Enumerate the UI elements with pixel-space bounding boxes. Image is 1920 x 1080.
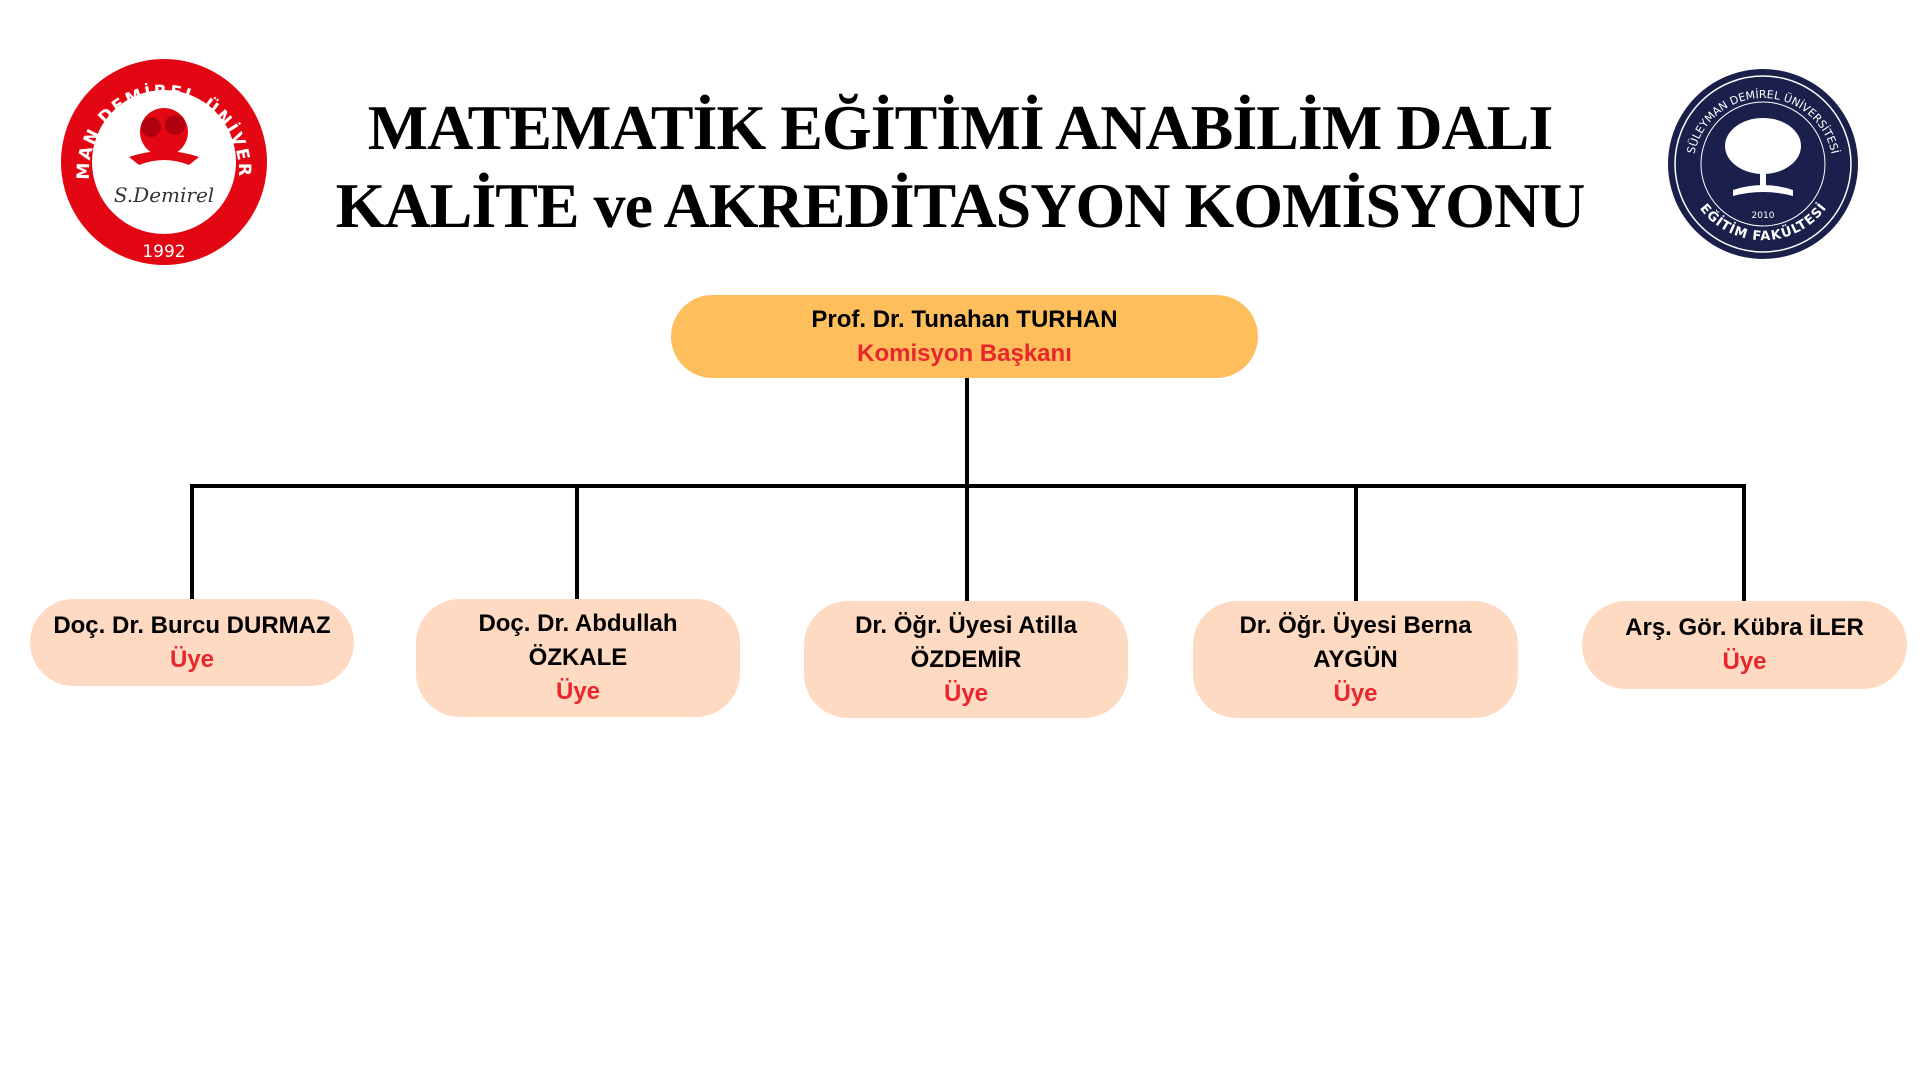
chair-role: Komisyon Başkanı bbox=[857, 339, 1072, 367]
rose-icon bbox=[129, 108, 199, 165]
connector-member-1 bbox=[190, 484, 194, 599]
faculty-logo: SÜLEYMAN DEMİREL ÜNİVERSİTESİ EĞİTİM FAK… bbox=[1668, 69, 1858, 259]
connector-member-5 bbox=[1742, 484, 1746, 601]
chair-node: Prof. Dr. Tunahan TURHAN Komisyon Başkan… bbox=[671, 295, 1258, 378]
member-role: Üye bbox=[1333, 679, 1378, 707]
member-role: Üye bbox=[943, 679, 989, 707]
connector-chair-down bbox=[965, 376, 969, 488]
connector-member-2 bbox=[575, 484, 579, 599]
title-line-2: KALİTE ve AKREDİTASYON KOMİSYONU bbox=[335, 170, 1586, 241]
connector-member-4 bbox=[1354, 484, 1358, 601]
member-node: Arş. Gör. Kübra İLER Üye bbox=[1582, 601, 1907, 689]
title-line-1: MATEMATİK EĞİTİMİ ANABİLİM DALI bbox=[367, 92, 1554, 163]
member-node: Doç. Dr. Abdullah ÖZKALE Üye bbox=[416, 599, 740, 717]
svg-text:S.Demirel: S.Demirel bbox=[114, 183, 214, 207]
chair-name: Prof. Dr. Tunahan TURHAN bbox=[811, 305, 1118, 333]
member-role: Üye bbox=[1722, 648, 1767, 675]
member-name: Doç. Dr. Burcu DURMAZ bbox=[53, 611, 331, 639]
member-node: Doç. Dr. Burcu DURMAZ Üye bbox=[30, 599, 354, 686]
tree-icon bbox=[1725, 118, 1801, 196]
member-node: Dr. Öğr. Üyesi Atilla ÖZDEMİR Üye bbox=[804, 601, 1128, 718]
connector-member-3 bbox=[965, 484, 969, 601]
member-name: Doç. Dr. Abdullah ÖZKALE bbox=[478, 610, 678, 671]
member-role: Üye bbox=[169, 645, 215, 673]
svg-text:1992: 1992 bbox=[142, 242, 185, 262]
member-name: Arş. Gör. Kübra İLER bbox=[1625, 614, 1864, 641]
member-node: Dr. Öğr. Üyesi Berna AYGÜN Üye bbox=[1193, 601, 1518, 718]
university-logo: SÜLEYMAN DEMİREL ÜNİVERSİTESİ 1992 S.Dem… bbox=[59, 57, 267, 265]
svg-text:2010: 2010 bbox=[1752, 211, 1775, 221]
member-name: Dr. Öğr. Üyesi Berna AYGÜN bbox=[1239, 611, 1472, 673]
member-name: Dr. Öğr. Üyesi Atilla ÖZDEMİR bbox=[855, 611, 1077, 673]
member-role: Üye bbox=[555, 678, 601, 705]
